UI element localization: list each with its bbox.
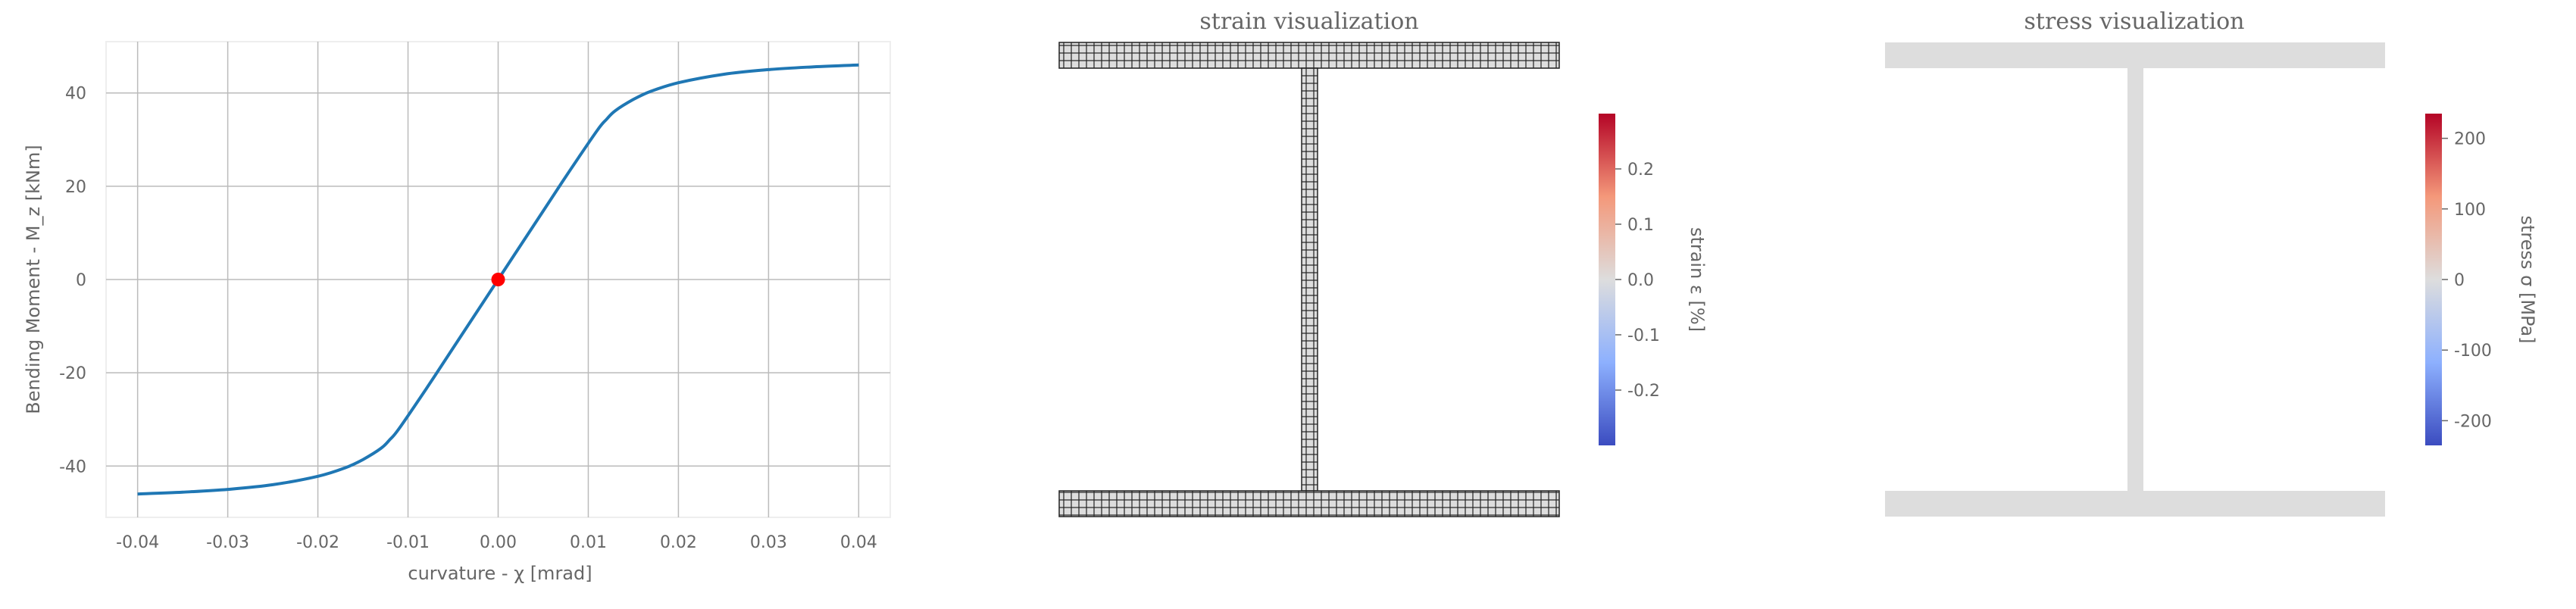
web — [1301, 67, 1318, 492]
grid — [106, 42, 890, 517]
colorbar-tick-label: 0.2 — [1627, 161, 1654, 180]
strain-colorbar-ticks: -0.2 -0.1 0.0 0.1 0.2 — [1615, 161, 1660, 401]
colorbar-tick-label: -100 — [2454, 342, 2492, 361]
colorbar-tick-label: -0.2 — [1627, 382, 1660, 401]
y-tick-label: -20 — [59, 364, 86, 383]
stress-visualization-panel: stress visualization -200 -100 0 100 200 str… — [1885, 8, 2538, 517]
y-tick-label: 20 — [65, 178, 86, 197]
strain-visualization-panel: strain visualization -0.2 -0.1 0.0 0.1 0.2 s… — [1058, 8, 1708, 517]
y-tick-label: 40 — [65, 85, 86, 104]
bottom-flange — [1885, 491, 2385, 517]
x-tick-label: 0.02 — [660, 533, 697, 552]
stress-colorbar — [2425, 114, 2442, 445]
stress-colorbar-label: stress σ [MPa] — [2517, 215, 2538, 343]
x-tick-label: -0.02 — [296, 533, 339, 552]
colorbar-tick-label: 0.1 — [1627, 216, 1654, 235]
y-tick-label: 0 — [76, 271, 86, 290]
i-beam-section-stress — [1885, 42, 2385, 517]
x-tick-label: 0.00 — [480, 533, 517, 552]
strain-colorbar — [1599, 114, 1615, 445]
x-tick-label: -0.04 — [116, 533, 159, 552]
x-tick-label: -0.01 — [386, 533, 430, 552]
y-axis-label: Bending Moment - M_z [kNm] — [23, 145, 44, 414]
strain-title: strain visualization — [1199, 8, 1418, 35]
x-axis-label: curvature - χ [mrad] — [408, 563, 592, 584]
colorbar-tick-label: -200 — [2454, 412, 2492, 431]
stress-colorbar-ticks: -200 -100 0 100 200 — [2442, 130, 2492, 431]
bottom-flange — [1058, 490, 1560, 517]
web — [2127, 68, 2143, 491]
colorbar-tick-label: -0.1 — [1627, 326, 1660, 345]
stress-title: stress visualization — [2024, 8, 2245, 35]
colorbar-tick-label: 200 — [2454, 130, 2486, 149]
x-tick-label: 0.03 — [750, 533, 787, 552]
colorbar-tick-label: 100 — [2454, 201, 2486, 220]
strain-colorbar-label: strain ε [%] — [1687, 227, 1708, 332]
i-beam-section-mesh — [1058, 42, 1560, 517]
colorbar-tick-label: 0 — [2454, 271, 2465, 290]
y-tick-label: -40 — [59, 458, 86, 476]
current-point-marker — [491, 273, 505, 286]
x-tick-labels: -0.04 -0.03 -0.02 -0.01 0.00 0.01 0.02 0.03 0.04 — [116, 533, 877, 552]
top-flange — [1058, 42, 1560, 69]
x-tick-label: 0.04 — [840, 533, 877, 552]
top-flange — [1885, 42, 2385, 68]
colorbar-tick-label: 0.0 — [1627, 271, 1654, 290]
moment-curvature-chart: -0.04 -0.03 -0.02 -0.01 0.00 0.01 0.02 0.03 0.04… — [23, 41, 891, 584]
y-tick-labels: -40 -20 0 20 40 — [59, 85, 86, 477]
x-tick-label: -0.03 — [206, 533, 249, 552]
x-tick-label: 0.01 — [570, 533, 607, 552]
